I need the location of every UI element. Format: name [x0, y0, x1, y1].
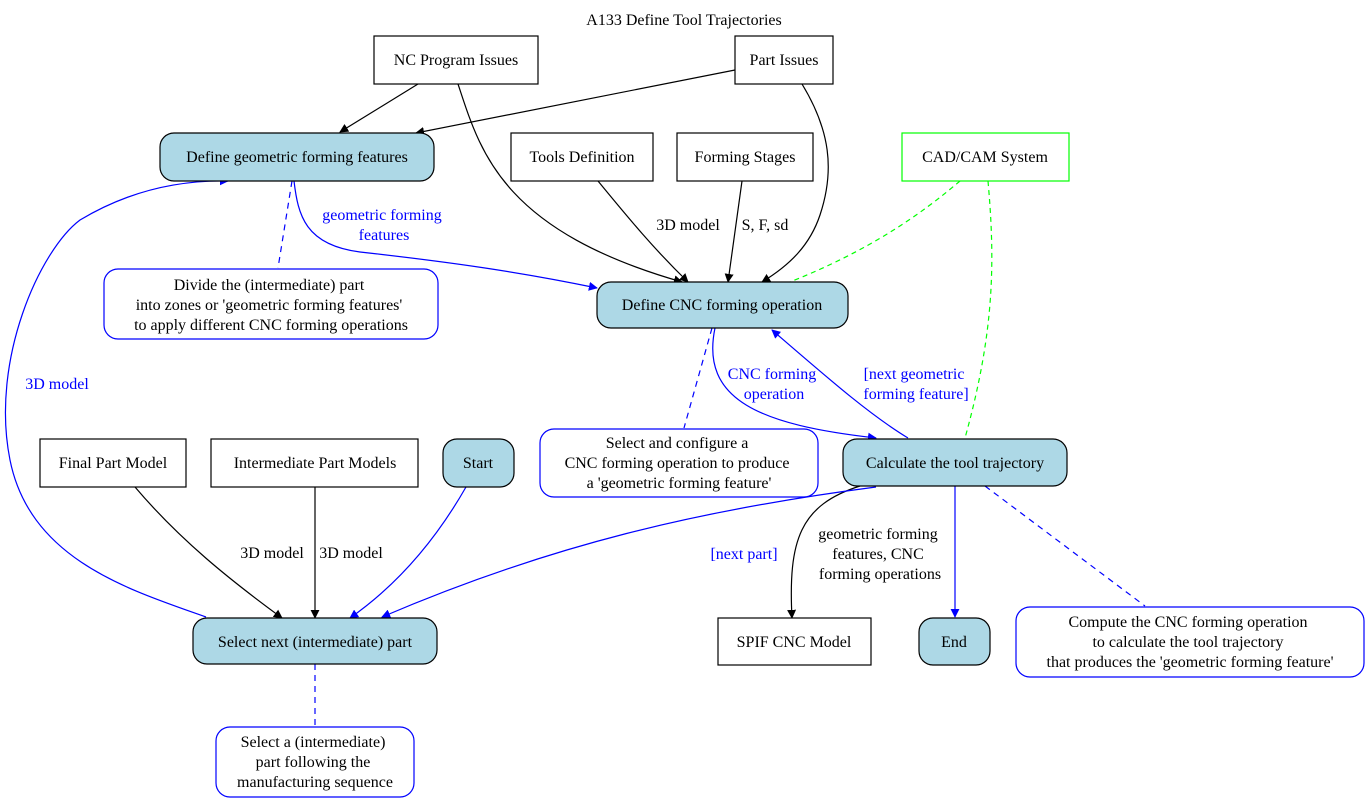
label-sfsd: S, F, sd: [742, 217, 789, 234]
node-tools-definition-label: Tools Definition: [529, 149, 634, 166]
edge-calculate-to-spif: [787, 485, 861, 619]
node-forming-stages-label: Forming Stages: [695, 149, 796, 166]
edge-start-to-select: [349, 486, 467, 619]
label-tools-3d-model: 3D model: [656, 217, 720, 234]
note-compute-operation[interactable]: Compute the CNC forming operation to cal…: [1015, 606, 1365, 678]
note-divide-part-text: Divide the (intermediate) part into zone…: [134, 277, 408, 334]
node-part-issues-label: Part Issues: [750, 52, 819, 69]
edge-nc-to-geometric: [339, 83, 419, 133]
node-nc-program-issues[interactable]: NC Program Issues: [373, 35, 539, 85]
label-spif-output: geometric forming features, CNC forming …: [818, 526, 942, 583]
node-select-next-part[interactable]: Select next (intermediate) part: [192, 617, 438, 665]
edge-labels: geometric forming features 3D model S, F…: [25, 207, 968, 583]
edge-stages-to-cnc: [724, 180, 743, 283]
note-compute-operation-text: Compute the CNC forming operation to cal…: [1047, 614, 1334, 671]
edge-geometric-note: [277, 180, 293, 269]
node-intermediate-part-models-label: Intermediate Part Models: [234, 455, 397, 472]
node-define-cnc-label: Define CNC forming operation: [622, 297, 822, 314]
node-final-part-model-label: Final Part Model: [59, 455, 168, 472]
edge-tools-to-cnc: [597, 180, 689, 283]
node-end[interactable]: End: [918, 617, 991, 666]
label-next-part: [next part]: [710, 546, 777, 563]
edge-part-to-geometric: [415, 69, 736, 136]
node-intermediate-part-models[interactable]: Intermediate Part Models: [210, 438, 419, 488]
label-next-geometric-feature: [next geometric forming feature]: [863, 366, 968, 403]
note-select-part[interactable]: Select a (intermediate) part following t…: [215, 726, 415, 798]
node-define-geometric-forming-features[interactable]: Define geometric forming features: [159, 132, 435, 182]
label-geometric-forming-features: geometric forming features: [322, 207, 446, 244]
edge-cnc-to-calculate: [712, 327, 877, 442]
note-select-configure[interactable]: Select and configure a CNC forming opera…: [539, 428, 819, 498]
edge-final-to-select: [134, 486, 283, 619]
note-select-configure-text: Select and configure a CNC forming opera…: [565, 435, 794, 492]
edges: [4, 69, 1146, 727]
diagram-title: A133 Define Tool Trajectories: [586, 12, 781, 29]
node-define-cnc-forming-operation[interactable]: Define CNC forming operation: [596, 281, 849, 329]
edge-cnc-note: [683, 327, 713, 429]
label-intermediate-3d-model: 3D model: [319, 545, 383, 562]
note-divide-part[interactable]: Divide the (intermediate) part into zone…: [103, 268, 439, 340]
node-spif-cnc-model[interactable]: SPIF CNC Model: [717, 617, 872, 666]
node-define-geometric-label: Define geometric forming features: [186, 149, 408, 166]
edge-select-to-geometric: [4, 176, 229, 618]
edge-calculate-note: [984, 485, 1146, 607]
nodes: NC Program Issues Part Issues Define geo…: [39, 35, 1070, 666]
notes: Divide the (intermediate) part into zone…: [103, 268, 1365, 798]
label-cnc-forming-operation: CNC forming operation: [728, 366, 820, 403]
note-select-part-text: Select a (intermediate) part following t…: [237, 734, 393, 791]
node-tools-definition[interactable]: Tools Definition: [510, 132, 654, 182]
edge-nc-to-cnc: [457, 83, 683, 285]
node-calculate-tool-trajectory[interactable]: Calculate the tool trajectory: [842, 438, 1068, 487]
node-start[interactable]: Start: [442, 438, 515, 488]
edge-cadcam-to-calculate: [964, 180, 993, 439]
node-final-part-model[interactable]: Final Part Model: [39, 438, 187, 488]
node-start-label: Start: [463, 455, 494, 472]
node-part-issues[interactable]: Part Issues: [734, 35, 834, 85]
node-end-label: End: [941, 634, 967, 651]
edge-calculate-to-cnc: [771, 329, 909, 439]
node-nc-program-issues-label: NC Program Issues: [394, 52, 518, 69]
edge-geometric-to-cnc: [293, 180, 598, 291]
edge-part-to-cnc: [761, 83, 829, 283]
edge-cadcam-to-cnc: [789, 180, 961, 283]
label-final-3d-model: 3D model: [240, 545, 304, 562]
label-loop-3d-model: 3D model: [25, 376, 89, 393]
node-cad-cam-system[interactable]: CAD/CAM System: [901, 132, 1070, 182]
edge-calculate-to-select: [381, 486, 877, 618]
node-cad-cam-system-label: CAD/CAM System: [922, 149, 1048, 166]
node-select-next-part-label: Select next (intermediate) part: [218, 634, 413, 651]
node-spif-cnc-model-label: SPIF CNC Model: [737, 634, 852, 651]
node-forming-stages[interactable]: Forming Stages: [676, 132, 814, 182]
node-calculate-label: Calculate the tool trajectory: [866, 455, 1044, 472]
